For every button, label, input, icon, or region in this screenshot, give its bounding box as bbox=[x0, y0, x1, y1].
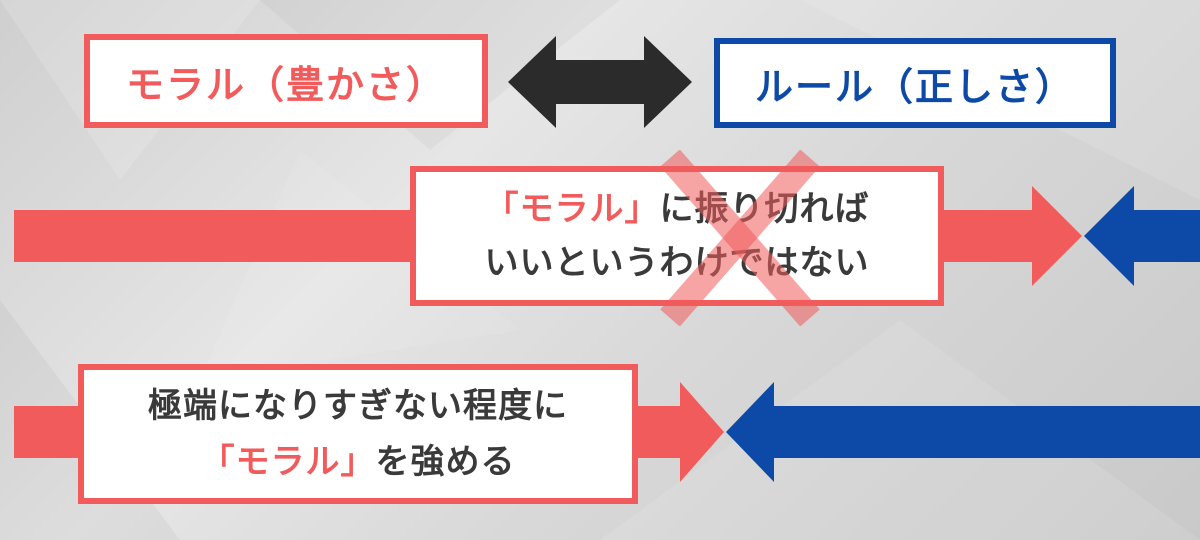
quote-word-moral: モラル bbox=[235, 442, 341, 482]
moral-label: モラル（豊かさ） bbox=[125, 62, 446, 107]
bottom-line-1: 極端になりすぎない程度に bbox=[148, 386, 568, 426]
quote-close: 」 bbox=[624, 189, 660, 229]
bottom-line-2-rest: を強める bbox=[375, 442, 516, 482]
middle-line-2: いいというわけではない bbox=[484, 243, 870, 283]
rule-label: ルール（正しさ） bbox=[754, 64, 1075, 109]
moral-box: モラル（豊かさ） bbox=[84, 34, 488, 128]
quote-close: 」 bbox=[340, 442, 376, 482]
quote-open: 「 bbox=[484, 189, 520, 229]
middle-blue-arrow bbox=[1084, 186, 1200, 286]
quote-open: 「 bbox=[200, 442, 236, 482]
double-arrow-icon bbox=[508, 36, 692, 128]
bottom-caption-box: 極端になりすぎない程度に 「モラル」を強める bbox=[78, 364, 638, 504]
quote-word-moral: モラル bbox=[519, 189, 625, 229]
bottom-blue-arrow bbox=[726, 382, 1200, 482]
cross-icon bbox=[660, 150, 820, 326]
bottom-line-2: 「モラル」を強める bbox=[201, 434, 516, 490]
rule-box: ルール（正しさ） bbox=[714, 38, 1116, 128]
